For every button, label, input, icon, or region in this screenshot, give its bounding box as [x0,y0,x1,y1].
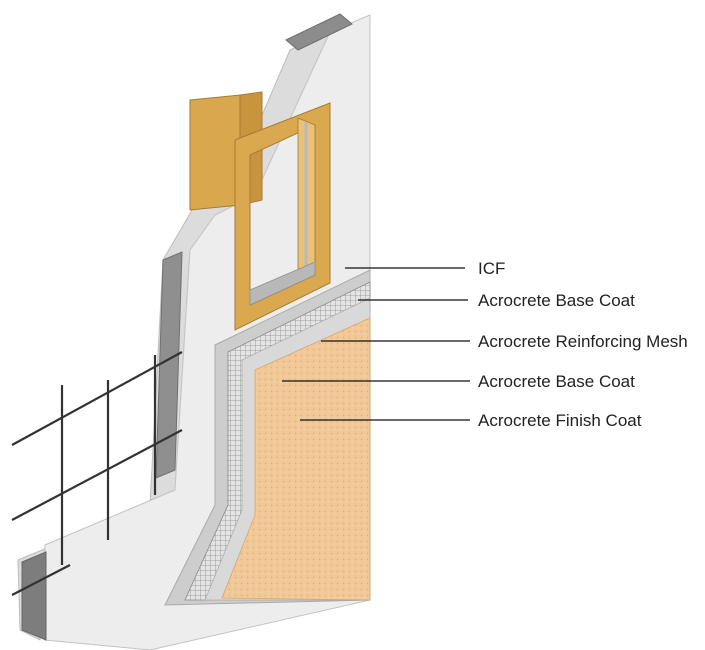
finish-coat-layer [221,317,371,601]
window-buck-top-block [189,94,241,211]
concrete-core-middle [155,251,183,479]
label-base-coat-2: Acrocrete Base Coat [478,372,635,391]
label-finish-coat: Acrocrete Finish Coat [478,411,642,430]
concrete-core-top [285,13,353,51]
window-buck-sill [249,261,316,306]
concrete-core-bottom [21,551,47,641]
label-icf: ICF [478,259,505,278]
label-base-coat-1: Acrocrete Base Coat [478,291,635,310]
label-reinforcing-mesh: Acrocrete Reinforcing Mesh [478,332,688,351]
rebar-grid [11,351,183,596]
